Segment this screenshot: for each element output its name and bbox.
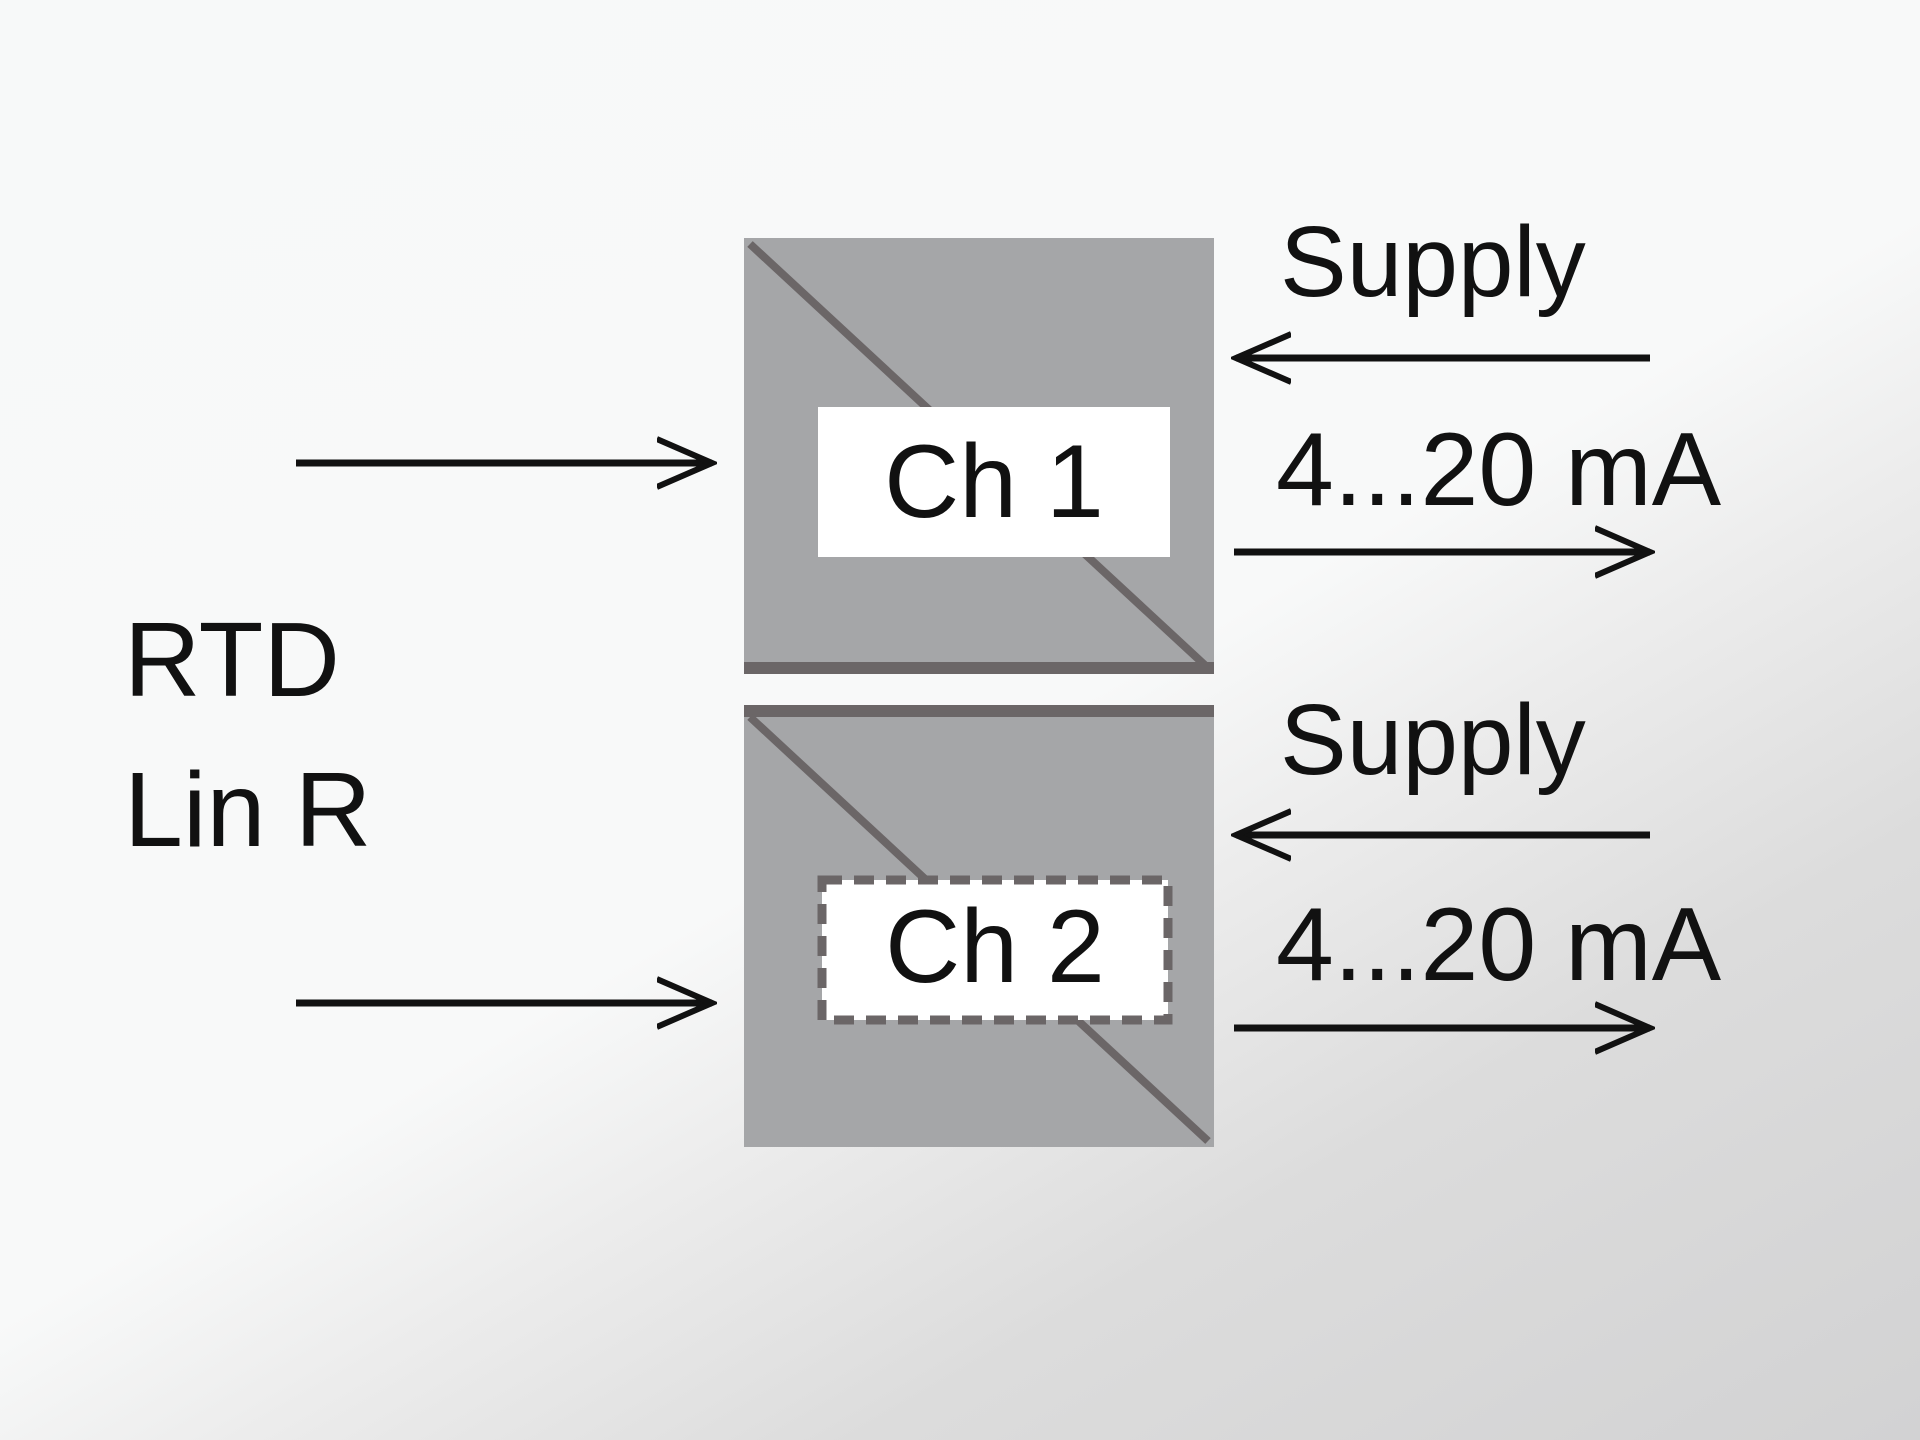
channel-1-block [744, 238, 1214, 674]
channel-1-label-box [818, 407, 1170, 557]
input-type-lin-r: Lin R [124, 751, 372, 869]
channel-2-output-range: 4...20 mA [1276, 887, 1722, 1003]
channel-1-label: Ch 1 [884, 424, 1104, 540]
channel-2-block [744, 705, 1214, 1147]
channel-2-supply-label: Supply [1280, 684, 1586, 796]
channel-2-label: Ch 2 [885, 889, 1105, 1005]
channel-1-supply-label: Supply [1280, 206, 1586, 318]
channel-1-output-range: 4...20 mA [1276, 412, 1722, 528]
channel-2-label-box [817, 875, 1173, 1025]
input-type-rtd: RTD [124, 601, 340, 719]
